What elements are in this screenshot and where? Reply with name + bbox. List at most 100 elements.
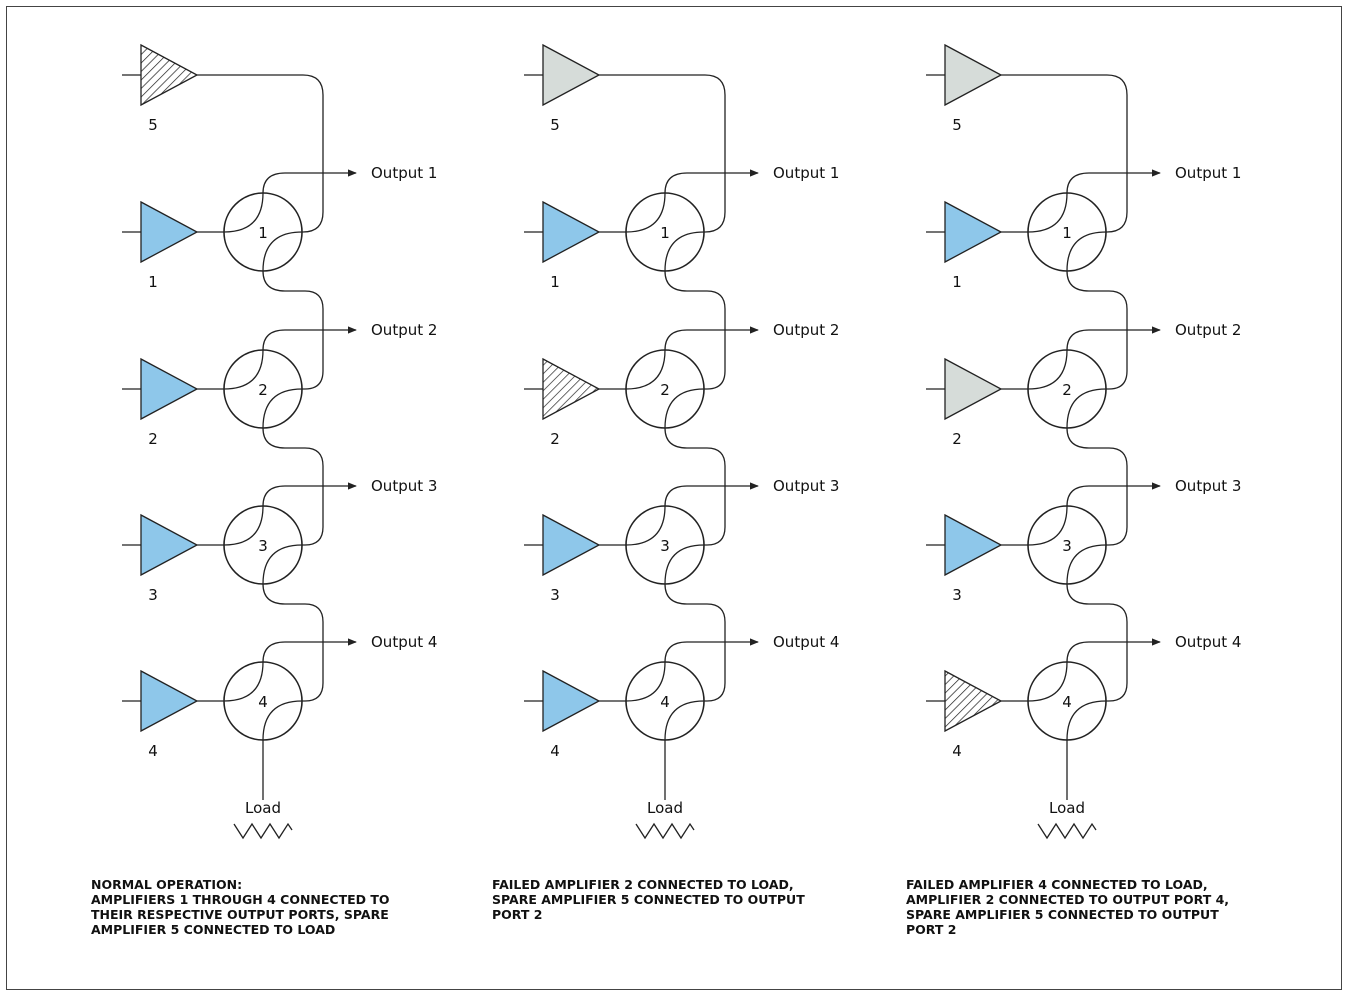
output-label: Output 3 xyxy=(1175,477,1241,495)
amplifier-triangle xyxy=(140,43,199,107)
amplifier-triangle xyxy=(542,200,601,264)
output-arrow xyxy=(262,482,357,507)
output-arrow xyxy=(664,326,759,351)
caption-line: AMPLIFIERS 1 THROUGH 4 CONNECTED TO xyxy=(91,892,390,907)
caption-line: AMPLIFIER 2 CONNECTED TO OUTPUT PORT 4, xyxy=(906,892,1230,907)
switch-link-line xyxy=(262,427,324,546)
switch-arc-top xyxy=(1027,505,1068,546)
amplifier-label: 5 xyxy=(952,116,962,134)
switch-link-line xyxy=(1066,270,1128,390)
caption-line: SPARE AMPLIFIER 5 CONNECTED TO OUTPUT xyxy=(906,907,1219,922)
amplifier-3: 3 xyxy=(122,513,224,604)
output-arrow xyxy=(1066,638,1161,663)
load-label: Load xyxy=(647,799,683,817)
output-arrow xyxy=(262,326,357,351)
amplifier-5: 5 xyxy=(926,43,1003,134)
load-label: Load xyxy=(245,799,281,817)
switch-label: 3 xyxy=(660,537,670,555)
amplifier-triangle xyxy=(542,513,601,577)
output-arrow xyxy=(664,169,759,194)
amplifier-label: 2 xyxy=(952,430,962,448)
amplifier-label: 3 xyxy=(148,586,158,604)
amplifier-label: 2 xyxy=(148,430,158,448)
caption-panel-1: NORMAL OPERATION:AMPLIFIERS 1 THROUGH 4 … xyxy=(91,877,471,937)
switch-arc-top xyxy=(223,192,264,233)
amplifier-triangle xyxy=(542,669,601,733)
amplifier-1: 1 xyxy=(926,200,1028,291)
output-arrow xyxy=(664,638,759,663)
switch-link-line xyxy=(262,583,324,702)
amplifier-triangle xyxy=(542,357,601,421)
amplifier-label: 1 xyxy=(550,273,560,291)
amplifier-label: 5 xyxy=(148,116,158,134)
switch-label: 4 xyxy=(1062,693,1072,711)
switch-arc-top xyxy=(223,349,264,390)
caption-line: NORMAL OPERATION: xyxy=(91,877,243,892)
amplifier-triangle xyxy=(140,200,199,264)
switch-link-line xyxy=(664,583,726,702)
caption-line: PORT 2 xyxy=(492,907,543,922)
output-label: Output 2 xyxy=(773,321,839,339)
switch-link-line xyxy=(1066,427,1128,546)
amplifier-4: 4 xyxy=(926,669,1028,760)
amplifier-triangle xyxy=(140,513,199,577)
amplifier-label: 4 xyxy=(550,742,560,760)
amplifier-triangle xyxy=(944,43,1003,107)
amplifier-5: 5 xyxy=(122,43,199,134)
output-label: Output 3 xyxy=(371,477,437,495)
output-label: Output 3 xyxy=(773,477,839,495)
switch-arc-bottom xyxy=(664,700,705,741)
amplifier-triangle xyxy=(944,357,1003,421)
switch-arc-bottom xyxy=(1066,388,1107,429)
switch-link-line xyxy=(1066,583,1128,702)
switch-arc-top xyxy=(625,505,666,546)
switch-label: 3 xyxy=(258,537,268,555)
output-label: Output 2 xyxy=(1175,321,1241,339)
output-label: Output 4 xyxy=(773,633,839,651)
switch-label: 4 xyxy=(660,693,670,711)
switch-arc-bottom xyxy=(262,388,303,429)
amplifier-triangle xyxy=(944,513,1003,577)
amplifier-2: 2 xyxy=(926,357,1028,448)
switch-arc-bottom xyxy=(1066,544,1107,585)
switch-arc-top xyxy=(625,349,666,390)
amplifier-label: 3 xyxy=(550,586,560,604)
amplifier-4: 4 xyxy=(524,669,626,760)
switch-link-line xyxy=(262,270,324,390)
amplifier-3: 3 xyxy=(524,513,626,604)
switch-arc-bottom xyxy=(664,231,705,272)
switch-arc-bottom xyxy=(262,700,303,741)
output-label: Output 1 xyxy=(773,164,839,182)
switch-arc-top xyxy=(625,661,666,702)
amplifier-1: 1 xyxy=(524,200,626,291)
switch-label: 1 xyxy=(1062,224,1072,242)
output-label: Output 1 xyxy=(371,164,437,182)
switch-arc-bottom xyxy=(664,388,705,429)
load-label: Load xyxy=(1049,799,1085,817)
output-arrow xyxy=(664,482,759,507)
amplifier-label: 5 xyxy=(550,116,560,134)
switch-arc-top xyxy=(1027,349,1068,390)
switch-4: 4 Output 4 xyxy=(625,633,839,741)
amplifier-triangle xyxy=(140,357,199,421)
switch-label: 3 xyxy=(1062,537,1072,555)
caption-line: SPARE AMPLIFIER 5 CONNECTED TO OUTPUT xyxy=(492,892,805,907)
switch-arc-top xyxy=(625,192,666,233)
switch-label: 1 xyxy=(660,224,670,242)
amplifier-5: 5 xyxy=(524,43,601,134)
switch-3: 3 Output 3 xyxy=(1027,477,1241,702)
switch-arc-bottom xyxy=(664,544,705,585)
amplifier-label: 1 xyxy=(148,273,158,291)
switch-arc-bottom xyxy=(1066,700,1107,741)
switch-arc-bottom xyxy=(262,231,303,272)
switch-arc-bottom xyxy=(262,544,303,585)
